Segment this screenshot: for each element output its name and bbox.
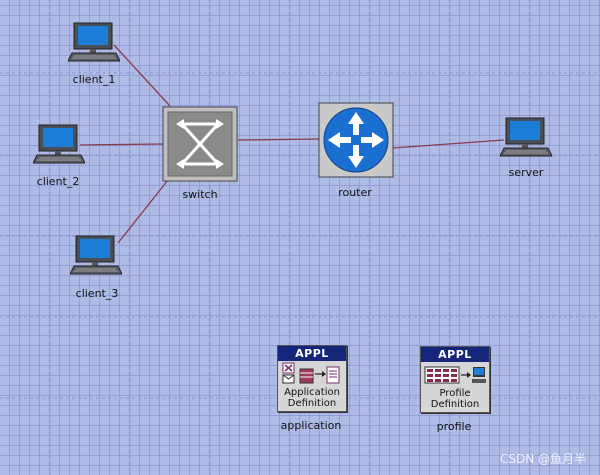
application-label: application (280, 419, 342, 432)
node-client-3[interactable] (69, 235, 123, 275)
switch-icon (162, 106, 238, 182)
workstation-icon (499, 117, 553, 157)
workstation-icon (67, 22, 121, 62)
application-definition-line2: Definition (287, 398, 337, 409)
link-router-server[interactable] (392, 139, 505, 149)
profile-label: profile (436, 420, 472, 433)
link-client2-switch[interactable] (79, 143, 165, 146)
profile-definition-line1: Profile (439, 388, 471, 399)
client-1-label: client_1 (72, 73, 116, 86)
appl-badge: APPL (421, 347, 489, 362)
node-server[interactable] (499, 117, 553, 157)
link-switch-router[interactable] (237, 138, 321, 141)
client-3-label: client_3 (75, 287, 119, 300)
node-switch[interactable] (162, 106, 238, 182)
workstation-icon (69, 235, 123, 275)
application-definition-line1: Application (284, 387, 340, 398)
profile-definition-line2: Definition (430, 399, 480, 410)
node-client-2[interactable] (32, 124, 86, 164)
profile-config-icon (421, 362, 489, 388)
switch-label: switch (182, 188, 218, 201)
appl-badge: APPL (278, 346, 346, 361)
link-client1-switch[interactable] (113, 44, 171, 107)
node-profile-definition[interactable]: APPL Profile Definition (420, 346, 490, 413)
workstation-icon (32, 124, 86, 164)
server-label: server (508, 166, 544, 179)
application-config-icon (278, 361, 346, 387)
node-router[interactable] (318, 102, 394, 178)
node-application-definition[interactable]: APPL Application Definition (277, 345, 347, 412)
node-client-1[interactable] (67, 22, 121, 62)
watermark: CSDN @鱼月半 (499, 452, 586, 466)
router-label: router (338, 186, 372, 199)
router-icon (318, 102, 394, 178)
client-2-label: client_2 (36, 175, 80, 188)
link-client3-switch[interactable] (117, 179, 169, 244)
